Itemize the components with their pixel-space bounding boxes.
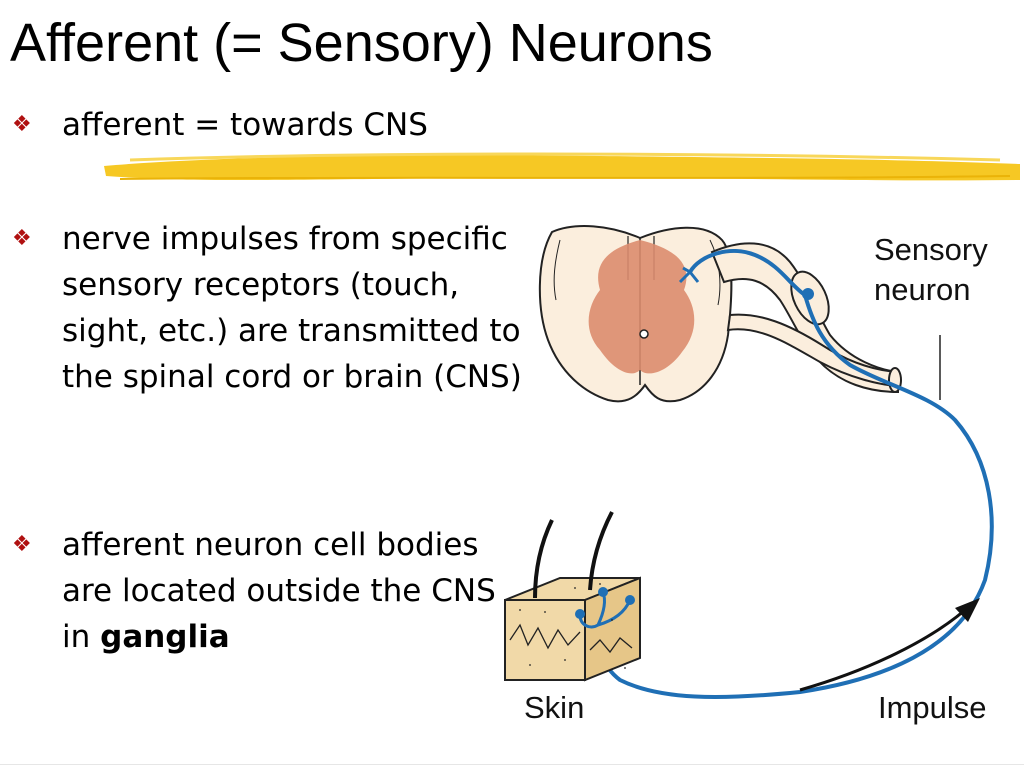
bullet-text: nerve impulses from specific sensory rec… <box>62 221 522 395</box>
bullet-text-plain: afferent neuron cell bodies are located … <box>62 527 496 655</box>
bullet-text: afferent neuron cell bodies are located … <box>62 522 532 660</box>
diamond-bullet-icon: ❖ <box>12 532 32 557</box>
slide-bottom-rule <box>0 764 1024 765</box>
diamond-bullet-icon: ❖ <box>12 226 32 251</box>
sensory-neuron-diagram <box>504 225 994 699</box>
spinal-cord-cross-section-icon <box>538 225 733 403</box>
skin-block-icon <box>504 511 641 682</box>
sensory-neuron-path-icon <box>595 249 994 699</box>
diamond-bullet-icon: ❖ <box>12 112 32 137</box>
skin-label: Skin <box>524 690 585 725</box>
bullet-item: ❖ nerve impulses from specific sensory r… <box>12 216 532 400</box>
bullet-item: ❖ afferent neuron cell bodies are locate… <box>12 522 542 660</box>
impulse-arrow-icon <box>799 598 980 692</box>
sensory-neuron-label: Sensory neuron <box>874 232 988 307</box>
highlighter-stroke <box>104 152 1020 181</box>
bullet-item: ❖ afferent = towards CNS <box>12 102 532 148</box>
slide-title: Afferent (= Sensory) Neurons <box>10 13 713 73</box>
dorsal-root-ganglion-icon <box>710 242 902 394</box>
impulse-label: Impulse <box>878 690 987 725</box>
bullet-text: afferent = towards CNS <box>62 107 428 143</box>
bullet-text-bold: ganglia <box>100 619 230 655</box>
